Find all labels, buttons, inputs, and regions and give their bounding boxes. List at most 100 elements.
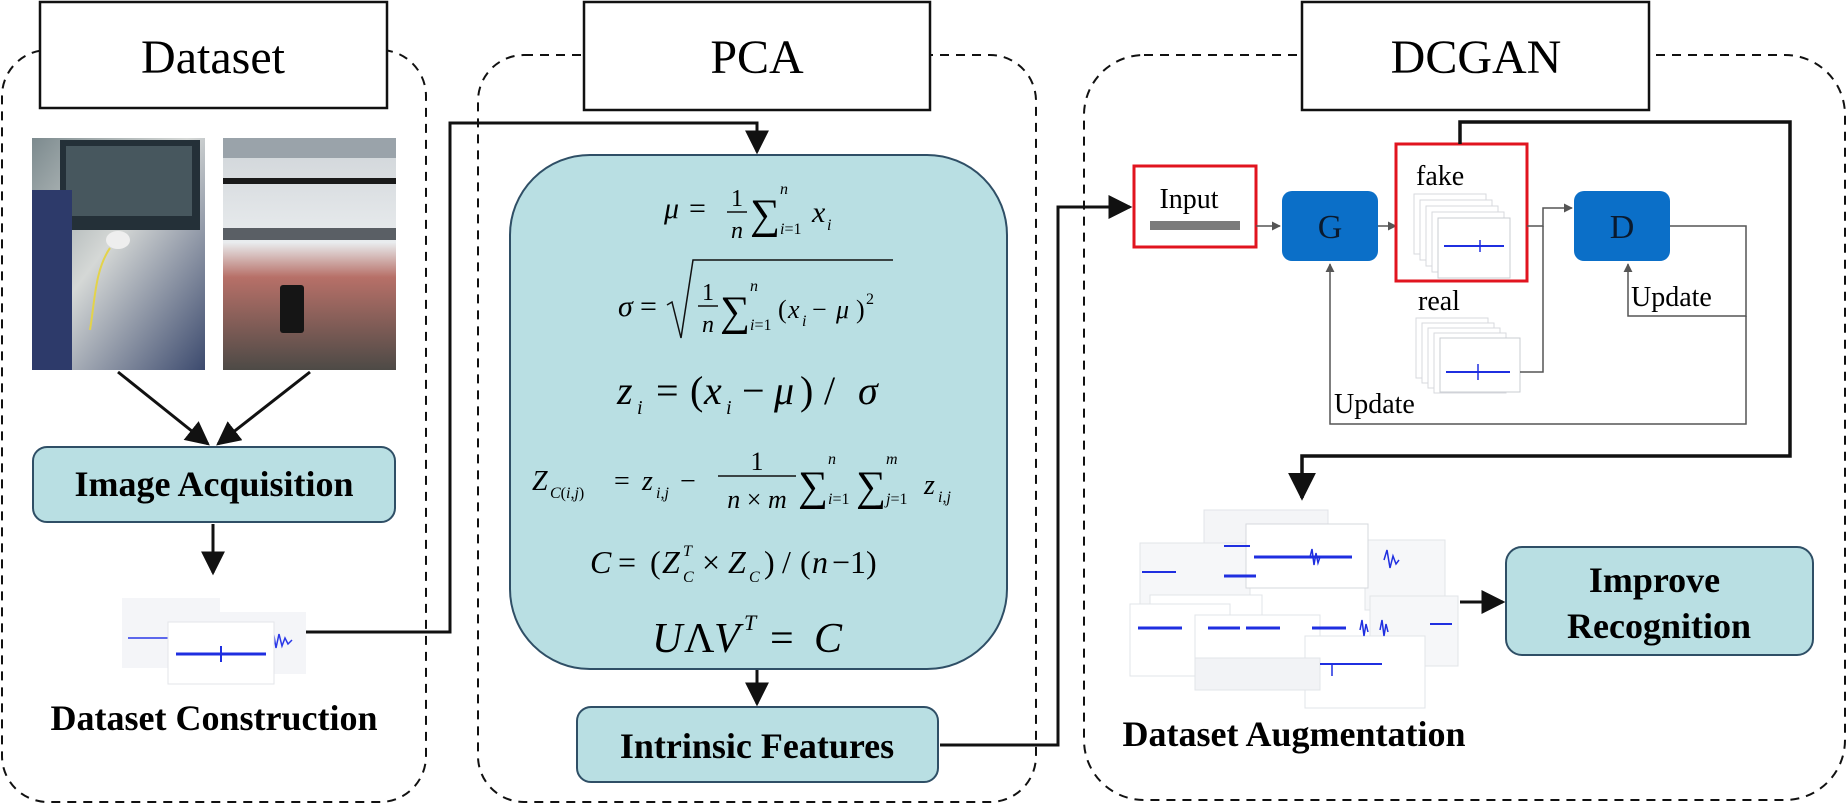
discriminator-node bbox=[1574, 191, 1670, 261]
svg-text:1: 1 bbox=[731, 186, 743, 212]
svg-text:σ: σ bbox=[858, 368, 879, 413]
formula-svd: U Λ V T = C bbox=[652, 610, 843, 662]
dataset-construction-label: Dataset Construction bbox=[51, 698, 378, 738]
svg-text:i=1: i=1 bbox=[750, 317, 771, 334]
svg-text:i,j: i,j bbox=[656, 485, 669, 502]
pca-title: PCA bbox=[710, 31, 804, 84]
generator-label: G bbox=[1318, 209, 1343, 246]
svg-text:x: x bbox=[811, 196, 826, 229]
svg-text:n: n bbox=[731, 218, 743, 244]
line-real-to-d bbox=[1520, 226, 1544, 373]
real-spectrogram-stack bbox=[1415, 317, 1521, 394]
svg-text:=: = bbox=[689, 192, 706, 225]
svg-text:=: = bbox=[618, 544, 636, 580]
svg-text:∑: ∑ bbox=[798, 464, 828, 510]
svg-text:n × m: n × m bbox=[727, 485, 786, 514]
svg-text:/: / bbox=[824, 368, 836, 413]
improve-recognition-line1: Improve bbox=[1589, 560, 1720, 600]
svg-text:∑: ∑ bbox=[856, 464, 886, 510]
generator-node bbox=[1282, 191, 1378, 261]
dataset-title: Dataset bbox=[141, 31, 286, 84]
line-fake-to-d bbox=[1527, 203, 1573, 227]
noise-vector-icon bbox=[1150, 221, 1240, 230]
svg-text:x: x bbox=[703, 368, 722, 413]
svg-text:): ) bbox=[856, 295, 865, 324]
svg-text:=: = bbox=[770, 616, 794, 662]
fake-spectrogram-stack bbox=[1413, 193, 1511, 279]
arrow-photo1-to-acquisition bbox=[117, 370, 210, 446]
formula-covariance: C = ( Z T C × Z C ) / ( n −1) bbox=[590, 543, 877, 586]
svg-text:μ: μ bbox=[773, 368, 794, 413]
train-platform-photo bbox=[223, 138, 396, 370]
svg-text:i: i bbox=[726, 397, 732, 419]
svg-text:m: m bbox=[886, 451, 898, 468]
augmented-spectrogram-stack bbox=[1129, 509, 1459, 709]
svg-text:Z: Z bbox=[662, 544, 681, 580]
svg-text:C(i,j): C(i,j) bbox=[550, 485, 584, 502]
svg-text:1: 1 bbox=[702, 280, 714, 306]
svg-text:(: ( bbox=[650, 544, 661, 580]
svg-text:μ: μ bbox=[835, 295, 849, 324]
update-discriminator-label: Update bbox=[1631, 282, 1712, 313]
svg-text:1: 1 bbox=[751, 447, 764, 476]
pca-formula-box bbox=[509, 154, 1008, 670]
svg-text:i: i bbox=[827, 217, 831, 234]
svg-text:×: × bbox=[702, 544, 720, 580]
fake-label: fake bbox=[1416, 161, 1464, 192]
svg-text:−1): −1) bbox=[832, 544, 877, 580]
arrow-features-to-input bbox=[940, 195, 1133, 747]
real-label: real bbox=[1418, 286, 1460, 317]
improve-recognition-label: Improve Recognition bbox=[1567, 560, 1751, 646]
dcgan-title: DCGAN bbox=[1391, 31, 1562, 84]
svg-text:n: n bbox=[780, 181, 788, 198]
svg-text:σ: σ bbox=[618, 290, 634, 323]
svg-text:): ) bbox=[800, 368, 813, 413]
pca-panel: PCA μ = 1 n ∑ n i=1 x i σ = 1 n ∑ n i=1 … bbox=[477, 0, 1037, 803]
svg-text:z: z bbox=[616, 368, 633, 413]
svg-text:Λ: Λ bbox=[684, 616, 715, 662]
svg-text:n: n bbox=[828, 451, 836, 468]
svg-text:C: C bbox=[814, 616, 843, 662]
svg-text:i,j: i,j bbox=[938, 489, 951, 506]
svg-text:=: = bbox=[640, 290, 657, 323]
improve-recognition-line2: Recognition bbox=[1567, 606, 1751, 646]
formula-zscore: z i = ( x i − μ ) / σ bbox=[616, 368, 879, 419]
svg-text:=: = bbox=[614, 466, 630, 497]
dataset-title-box bbox=[38, 0, 389, 110]
svg-text:T: T bbox=[683, 543, 693, 560]
svg-text:2: 2 bbox=[866, 291, 874, 308]
svg-text:z: z bbox=[923, 470, 935, 501]
svg-text:T: T bbox=[744, 610, 758, 635]
svg-text:(: ( bbox=[800, 544, 811, 580]
svg-text:j=1: j=1 bbox=[884, 491, 907, 508]
arrow-photo2-to-acquisition bbox=[216, 370, 311, 446]
formula-mean: μ = 1 n ∑ n i=1 x i bbox=[663, 181, 831, 244]
dataset-spectrogram-stack bbox=[122, 598, 306, 685]
svg-text:∑: ∑ bbox=[750, 192, 780, 238]
svg-text:n: n bbox=[812, 544, 828, 580]
svg-text:C: C bbox=[749, 569, 760, 586]
svg-text:): ) bbox=[764, 544, 775, 580]
dataset-panel: Dataset Image Acquisition bbox=[1, 0, 427, 803]
svg-text:=: = bbox=[656, 368, 679, 413]
svg-text:Z: Z bbox=[728, 544, 747, 580]
improve-recognition-box bbox=[1505, 546, 1814, 656]
dcgan-title-box bbox=[1300, 0, 1651, 112]
input-label: Input bbox=[1159, 184, 1218, 215]
svg-text:−: − bbox=[742, 368, 765, 413]
intrinsic-features-label: Intrinsic Features bbox=[620, 726, 894, 766]
svg-text:n: n bbox=[750, 278, 758, 295]
pca-title-box bbox=[582, 0, 932, 112]
svg-text:U: U bbox=[652, 616, 685, 662]
formula-centering: Z C(i,j) = z i,j − 1 n × m ∑ n i=1 ∑ m j… bbox=[532, 447, 951, 514]
svg-text:i=1: i=1 bbox=[828, 491, 849, 508]
svg-text:z: z bbox=[641, 466, 653, 497]
formula-std: σ = 1 n ∑ n i=1 ( x i − μ ) 2 bbox=[618, 259, 893, 339]
image-acquisition-label: Image Acquisition bbox=[74, 464, 353, 504]
svg-text:n: n bbox=[702, 312, 714, 338]
input-box bbox=[1132, 164, 1258, 249]
svg-text:x: x bbox=[787, 295, 800, 324]
svg-text:i: i bbox=[802, 313, 806, 330]
svg-text:(: ( bbox=[690, 368, 703, 413]
train-interior-photo bbox=[32, 138, 205, 370]
